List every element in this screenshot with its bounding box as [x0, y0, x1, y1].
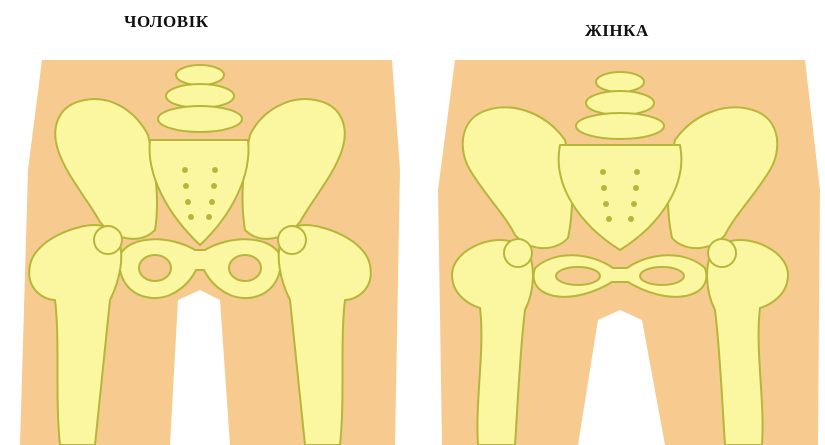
- female-vertebra-2: [586, 91, 654, 115]
- male-left-obturator-foramen: [139, 255, 171, 281]
- female-sacral-foramen: [633, 185, 639, 191]
- female-sacral-foramen: [600, 169, 606, 175]
- female-sacral-foramen: [631, 201, 637, 207]
- female-sacral-foramen: [603, 201, 609, 207]
- female-right-femoral-head: [708, 239, 736, 267]
- male-sacral-foramen: [183, 183, 189, 189]
- male-sacral-foramen: [182, 167, 188, 173]
- female-pelvis-figure: [438, 60, 820, 445]
- female-left-femoral-head: [504, 239, 532, 267]
- male-right-obturator-foramen: [229, 255, 261, 281]
- male-right-femoral-head: [278, 226, 306, 254]
- male-vertebra-3: [158, 106, 242, 132]
- female-sacral-foramen: [634, 169, 640, 175]
- male-sacral-foramen: [185, 199, 191, 205]
- female-right-obturator-foramen: [640, 267, 684, 285]
- female-vertebra-3: [576, 113, 664, 139]
- female-sacral-foramen: [606, 216, 612, 222]
- male-vertebra-2: [166, 84, 234, 108]
- male-sacral-foramen: [206, 214, 212, 220]
- male-vertebra-1: [176, 65, 224, 85]
- female-left-obturator-foramen: [556, 267, 600, 285]
- male-left-femoral-head: [94, 226, 122, 254]
- male-sacral-foramen: [188, 214, 194, 220]
- male-sacral-foramen: [212, 167, 218, 173]
- male-sacral-foramen: [211, 183, 217, 189]
- female-sacral-foramen: [601, 185, 607, 191]
- male-pelvis-figure: [20, 60, 400, 445]
- female-vertebra-1: [596, 72, 644, 92]
- male-sacral-foramen: [209, 199, 215, 205]
- female-sacral-foramen: [628, 216, 634, 222]
